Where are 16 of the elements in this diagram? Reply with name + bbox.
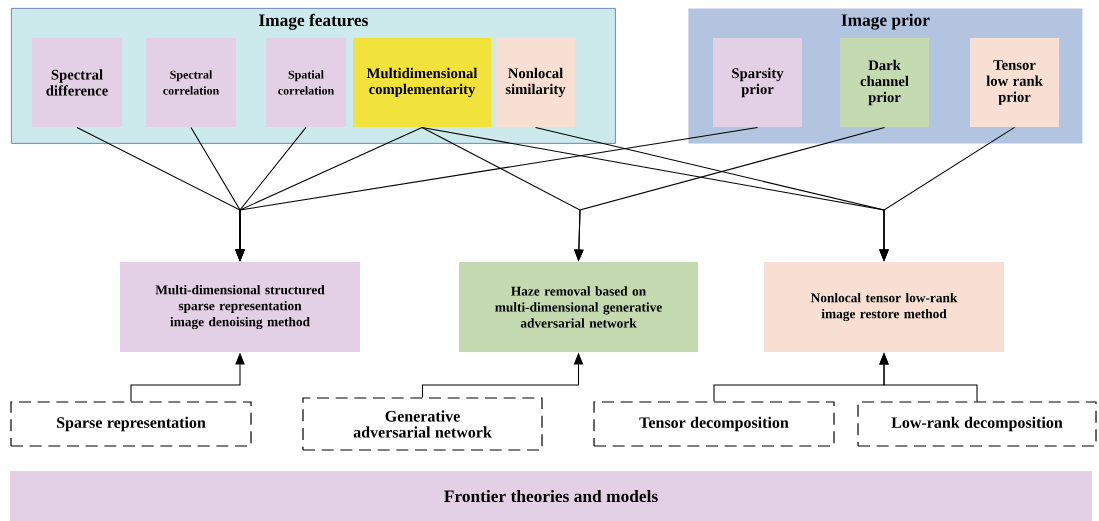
prior-box: Dark channel prior (840, 38, 929, 127)
theory-box: Tensor decomposition (593, 401, 835, 447)
feature-box: Spectral difference (32, 38, 122, 127)
theory-box: Low-rank decomposition (857, 401, 1097, 447)
feature-box: Spectral correlation (146, 38, 236, 127)
feature-box: Nonlocal similarity (496, 38, 575, 127)
method-box: Nonlocal tensor low-rank image restore method (764, 262, 1004, 352)
feature-box: Multidimensional complementarity (353, 38, 491, 127)
base-band: Frontier theories and models (10, 471, 1092, 521)
theory-box: Sparse representation (10, 401, 252, 447)
prior-box: Tensor low rank prior (970, 38, 1059, 127)
theory-box: Generative adversarial network (302, 397, 543, 451)
method-box: Haze removal based on multi-dimensional generative adversarial network (459, 262, 698, 352)
prior-box: Sparsity prior (713, 38, 802, 127)
feature-box: Spatial correlation (266, 38, 346, 127)
method-box: Multi-dimensional structured sparse representation image denoising method (120, 262, 360, 352)
